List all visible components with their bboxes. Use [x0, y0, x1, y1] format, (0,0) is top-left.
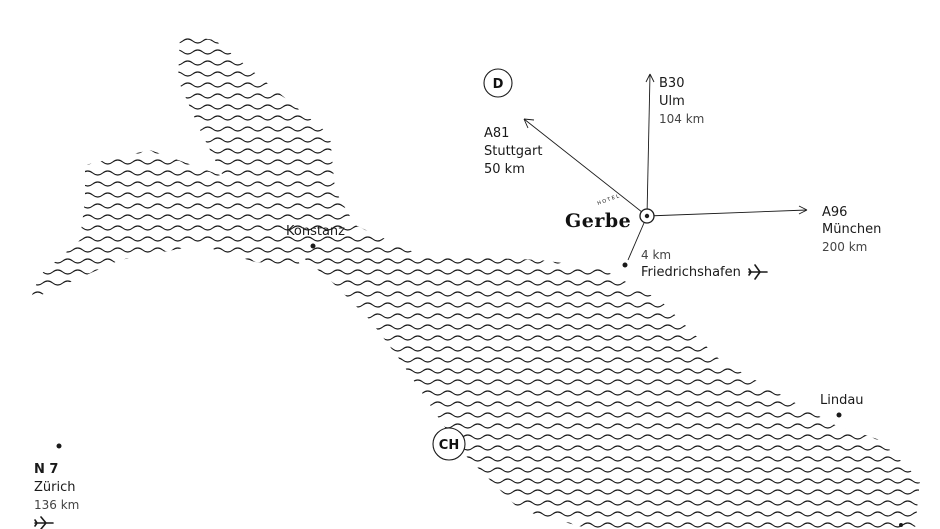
wave-row — [30, 60, 920, 66]
svg-text:Stuttgart: Stuttgart — [484, 144, 542, 159]
wave-row — [30, 192, 920, 198]
route-line-ulm — [646, 73, 651, 217]
country-badge-switzerland: CH — [432, 427, 466, 461]
airplane-icon-zurich — [34, 516, 54, 529]
city-label-konstanz: Konstanz — [286, 224, 345, 239]
lake-wave-pattern — [0, 28, 940, 528]
svg-text:A96: A96 — [822, 205, 847, 220]
airplane-icon — [748, 264, 768, 280]
wave-row — [30, 236, 920, 242]
city-dot-lindau — [836, 412, 842, 418]
route-line-stuttgart — [523, 118, 648, 217]
wave-row — [30, 170, 920, 176]
arrowhead-ulm — [645, 73, 655, 83]
wave-row — [30, 71, 920, 77]
svg-text:München: München — [822, 222, 881, 237]
svg-text:136 km: 136 km — [34, 498, 79, 512]
wave-row — [30, 181, 920, 187]
wave-row — [30, 478, 920, 484]
route-label-ulm: B30 Ulm 104 km — [659, 76, 704, 126]
wave-row — [30, 38, 920, 44]
wave-row — [30, 412, 920, 418]
route-line-friedrichshafen — [627, 215, 648, 261]
city-dot-konstanz — [310, 243, 316, 249]
svg-text:B30: B30 — [659, 76, 684, 91]
svg-text:104 km: 104 km — [659, 112, 704, 126]
city-dot-friedrichshafen — [622, 262, 628, 268]
wave-row — [30, 390, 920, 396]
wave-row — [30, 225, 920, 231]
wave-row — [30, 500, 920, 506]
wave-row — [30, 379, 920, 385]
arrowhead-stuttgart — [523, 118, 535, 129]
svg-text:Zürich: Zürich — [34, 480, 76, 495]
route-lines — [523, 73, 808, 261]
wave-row — [30, 82, 920, 88]
wave-row — [30, 445, 920, 451]
city-label-lindau: Lindau — [820, 393, 864, 408]
wave-row — [30, 93, 920, 99]
wave-row — [30, 280, 920, 286]
wave-row — [30, 49, 920, 55]
friedrichshafen-distance: 4 km — [641, 248, 671, 262]
wave-row — [30, 423, 920, 429]
route-line-munich — [646, 209, 808, 217]
arrowhead-munich — [798, 205, 808, 215]
wave-row — [30, 247, 920, 253]
country-label-switzerland: CH — [439, 438, 459, 453]
wave-row — [30, 137, 920, 143]
wave-row — [30, 467, 920, 473]
edge-dot — [899, 523, 903, 527]
wave-row — [30, 214, 920, 220]
wave-row — [30, 104, 920, 110]
wave-row — [30, 368, 920, 374]
city-dot-zurich — [56, 443, 62, 449]
wave-row — [30, 357, 920, 363]
wave-row — [30, 302, 920, 308]
wave-row — [30, 269, 920, 275]
route-label-stuttgart: A81 Stuttgart 50 km — [484, 126, 542, 177]
svg-text:50 km: 50 km — [484, 162, 525, 177]
wave-row — [30, 126, 920, 132]
wave-row — [30, 115, 920, 121]
wave-row — [30, 456, 920, 462]
wave-row — [30, 522, 920, 528]
wave-row — [0, 28, 940, 32]
wave-row — [30, 335, 920, 341]
wave-row — [30, 258, 920, 264]
wave-row — [30, 346, 920, 352]
hotel-small-label: HOTEL — [597, 193, 622, 207]
hotel-logo-name: Gerbe — [565, 210, 631, 232]
wave-row — [30, 291, 920, 297]
svg-text:200 km: 200 km — [822, 240, 867, 254]
wave-row — [30, 401, 920, 407]
friedrichshafen-city: Friedrichshafen — [641, 265, 741, 280]
wave-row — [30, 434, 920, 440]
route-label-munich: A96 München 200 km — [822, 205, 881, 254]
wave-row — [30, 148, 920, 154]
wave-row — [30, 159, 920, 165]
country-label-germany: D — [493, 77, 504, 92]
route-label-zurich: N 7 Zürich 136 km — [34, 462, 79, 512]
hotel-marker[interactable] — [639, 208, 655, 224]
country-badge-germany: D — [483, 68, 513, 98]
svg-text:N 7: N 7 — [34, 462, 58, 477]
wave-row — [30, 313, 920, 319]
wave-row — [30, 511, 920, 517]
wave-row — [30, 489, 920, 495]
svg-text:A81: A81 — [484, 126, 509, 141]
svg-text:Ulm: Ulm — [659, 94, 685, 109]
wave-row — [30, 324, 920, 330]
